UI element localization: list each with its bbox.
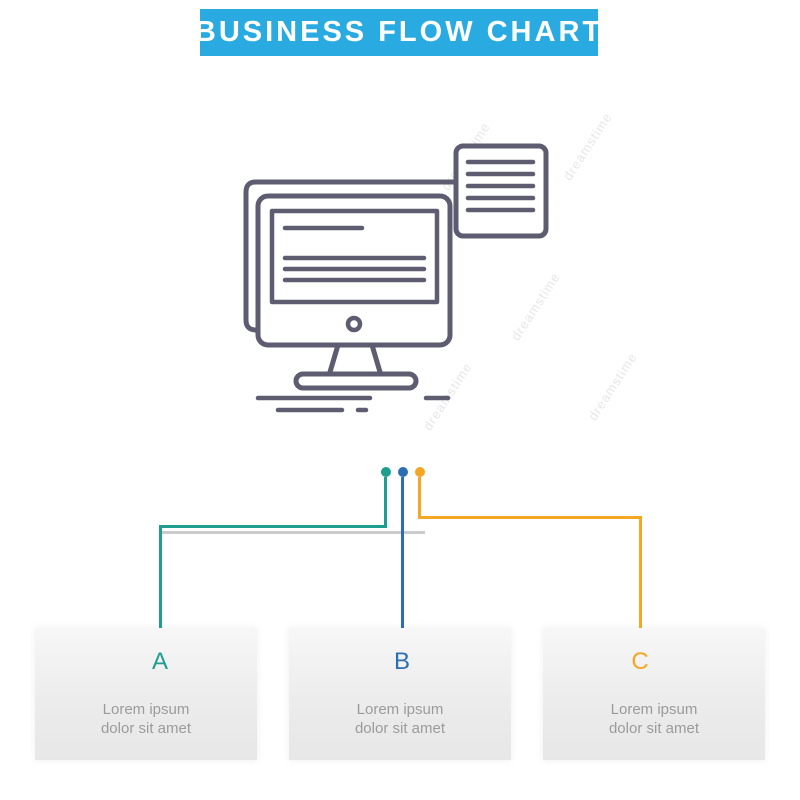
branch-c-placeholder-text: Lorem ipsum dolor sit amet — [543, 700, 765, 738]
banner: BUSINESS FLOW CHART — [195, 9, 600, 56]
branch-a-placeholder-text: Lorem ipsum dolor sit amet — [35, 700, 257, 738]
placeholder-line: dolor sit amet — [354, 720, 446, 737]
document-icon — [453, 143, 549, 239]
branch-b-dot — [398, 467, 408, 477]
placeholder-line: dolor sit amet — [608, 720, 700, 737]
branch-card-b — [289, 628, 511, 760]
branch-c-label: C — [631, 648, 649, 675]
branch-b-placeholder-text: Lorem ipsum dolor sit amet — [289, 700, 511, 738]
branch-c-connector-vertical-bottom — [639, 516, 642, 628]
placeholder-line: dolor sit amet — [100, 720, 192, 737]
watermark-text: dreamstime — [560, 109, 616, 184]
branch-card-c — [543, 628, 765, 760]
computer-monitor-document-icon — [243, 143, 549, 413]
branch-c-connector-horizontal — [418, 516, 642, 519]
branch-a-connector-horizontal — [159, 525, 387, 528]
branch-a-connector-vertical-top — [384, 477, 387, 527]
monitor-screen — [269, 208, 440, 305]
monitor-button — [345, 315, 363, 333]
watermark-text: dreamstime — [585, 349, 641, 424]
monitor-stand-base — [293, 371, 419, 391]
placeholder-line: Lorem ipsum — [610, 701, 698, 718]
branch-c-dot — [415, 467, 425, 477]
placeholder-line: Lorem ipsum — [102, 701, 190, 718]
connector-shadow-line — [160, 531, 425, 534]
branch-c-connector-vertical-top — [418, 477, 421, 518]
branch-b-label: B — [393, 648, 410, 675]
monitor-back-frame — [243, 179, 459, 333]
branch-a-label: A — [151, 648, 168, 675]
branch-card-a — [35, 628, 257, 760]
banner-title: BUSINESS FLOW CHART — [194, 16, 604, 48]
branch-a-connector-vertical-bottom — [159, 525, 162, 628]
branch-a-dot — [381, 467, 391, 477]
placeholder-line: Lorem ipsum — [356, 701, 444, 718]
branch-b-connector-vertical — [401, 477, 404, 628]
